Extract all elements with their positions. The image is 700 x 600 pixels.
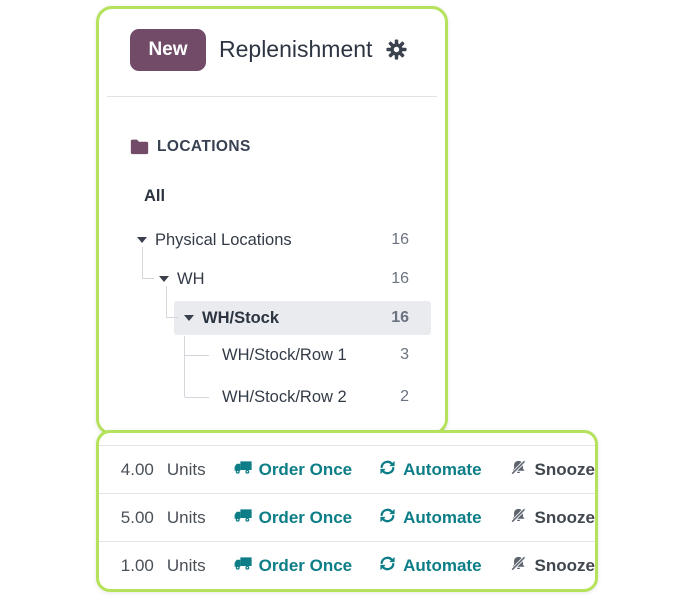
order-once-button[interactable]: Order Once [234,507,353,528]
new-button[interactable]: New [130,29,206,71]
automate-label: Automate [403,555,482,575]
quantity-cell[interactable]: 5.00 [120,507,154,527]
snooze-button[interactable]: Snooze [509,459,595,481]
location-label: All [144,187,166,205]
header-divider [107,96,437,97]
sidebar-item-wh-stock-row-1[interactable]: WH/Stock/Row 1 3 [99,337,445,373]
refresh-icon [379,555,396,577]
truck-icon [234,507,252,528]
order-once-label: Order Once [258,507,353,527]
order-once-label: Order Once [258,459,353,479]
locations-section-header: LOCATIONS [99,135,445,161]
location-count: 2 [400,388,409,405]
automate-label: Automate [403,459,482,479]
uom-cell: Units [166,555,206,575]
gear-icon[interactable] [386,39,407,60]
refresh-icon [379,459,396,481]
tree-connector [166,286,178,318]
location-count: 16 [391,270,409,287]
selected-row-highlight [174,301,431,335]
snooze-button[interactable]: Snooze [509,555,595,577]
order-once-button[interactable]: Order Once [234,555,353,576]
location-label: WH [177,270,205,288]
replenishment-panel: New Replenishment LO [96,6,448,435]
locations-section-title: LOCATIONS [157,138,251,155]
uom-cell: Units [166,507,206,527]
tree-connector [142,247,154,279]
folder-icon [130,139,149,160]
bell-slash-icon [509,555,528,577]
location-count: 16 [391,231,409,248]
bell-slash-icon [509,459,528,481]
replenishment-row: 1.00 Units Order Once [99,541,595,589]
sidebar-item-physical-locations[interactable]: Physical Locations 16 [99,222,445,258]
automate-button[interactable]: Automate [379,507,482,529]
location-label: WH/Stock [202,309,280,327]
sidebar-item-wh[interactable]: WH 16 [99,261,445,297]
uom-cell: Units [166,459,206,479]
replenishment-row: 4.00 Units Order Once [99,445,595,493]
location-count: 16 [391,309,409,326]
tree-connector [185,397,209,398]
location-label: Physical Locations [155,231,292,249]
order-once-label: Order Once [258,555,353,575]
sidebar-item-wh-stock[interactable]: WH/Stock 16 [99,300,445,336]
quantity-cell[interactable]: 4.00 [120,459,154,479]
page-title: Replenishment [219,36,373,62]
location-count: 3 [400,346,409,363]
snooze-label: Snooze [534,459,595,479]
replenishment-row: 5.00 Units Order Once [99,493,595,541]
snooze-label: Snooze [534,555,595,575]
sidebar-item-all[interactable]: All [99,178,445,214]
bell-slash-icon [509,507,528,529]
automate-label: Automate [403,507,482,527]
snooze-button[interactable]: Snooze [509,507,595,529]
replenishment-rows-panel: 4.00 Units Order Once [96,430,598,592]
automate-button[interactable]: Automate [379,555,482,577]
location-label: WH/Stock/Row 1 [222,346,347,364]
caret-down-icon[interactable] [159,276,169,282]
snooze-label: Snooze [534,507,595,527]
tree-connector [184,336,185,397]
order-once-button[interactable]: Order Once [234,459,353,480]
caret-down-icon[interactable] [184,315,194,321]
truck-icon [234,459,252,480]
truck-icon [234,555,252,576]
location-label: WH/Stock/Row 2 [222,388,347,406]
quantity-cell[interactable]: 1.00 [120,555,154,575]
sidebar-item-wh-stock-row-2[interactable]: WH/Stock/Row 2 2 [99,379,445,415]
caret-down-icon[interactable] [137,237,147,243]
automate-button[interactable]: Automate [379,459,482,481]
tree-connector [185,355,209,356]
refresh-icon [379,507,396,529]
